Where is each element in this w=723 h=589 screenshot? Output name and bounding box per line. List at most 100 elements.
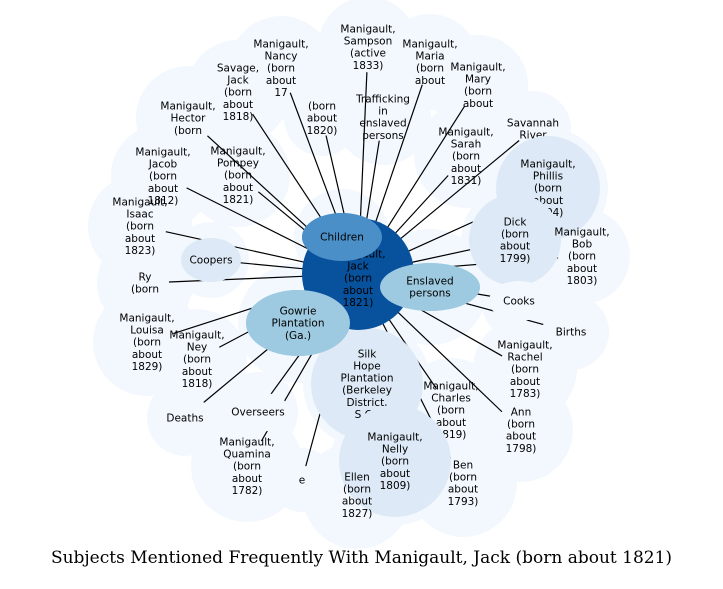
node-label-line: Manigault, bbox=[169, 330, 224, 342]
node-label-line: Plantation bbox=[271, 318, 324, 330]
node-label-line: (born bbox=[534, 183, 562, 195]
node-label-line: (born bbox=[133, 337, 161, 349]
node-coopers[interactable]: Coopers bbox=[181, 238, 241, 282]
node-label-line: 1821) bbox=[343, 297, 374, 309]
node-label-line: Isaac bbox=[126, 209, 153, 221]
node-births[interactable]: Births bbox=[541, 312, 601, 352]
node-label-line: about bbox=[380, 468, 410, 480]
node-label-line: (Ga.) bbox=[285, 330, 311, 342]
node-label-line: Louisa bbox=[130, 325, 164, 337]
node-label-line: Children bbox=[320, 232, 364, 244]
node-label-line: Ry bbox=[139, 272, 152, 284]
node-label-line: Manigault, bbox=[210, 146, 265, 158]
node-label-line: about bbox=[567, 263, 597, 275]
node-hector[interactable]: Manigault,Hector(born bbox=[160, 101, 215, 137]
node-label-line: Manigault, bbox=[253, 39, 308, 51]
node-label-line: Ann bbox=[511, 407, 532, 419]
node-label-line: 1783) bbox=[510, 388, 541, 400]
node-label-line: 1831) bbox=[451, 175, 482, 187]
edge-nancy bbox=[289, 92, 341, 226]
node-label-line: Manigault, bbox=[423, 381, 478, 393]
node-label-line: Dick bbox=[504, 217, 528, 229]
node-label-line: Overseers bbox=[231, 407, 284, 419]
node-label-line: Jack bbox=[226, 75, 249, 87]
node-label-line: Manigault, bbox=[219, 437, 274, 449]
node-label-line: Manigault, bbox=[554, 227, 609, 239]
node-label-line: Jack bbox=[346, 261, 369, 273]
node-label-line: about bbox=[510, 376, 540, 388]
node-label-line: 1827) bbox=[342, 508, 373, 520]
node-label-line: Nelly bbox=[382, 444, 408, 456]
node-label-line: (born bbox=[224, 87, 252, 99]
node-label-line: about bbox=[342, 496, 372, 508]
node-label-line: Pompey bbox=[217, 158, 259, 170]
node-label-line: 1798) bbox=[506, 443, 537, 455]
node-label-line: Nancy bbox=[265, 51, 298, 63]
edge-sarah bbox=[392, 175, 449, 237]
node-label-line: Births bbox=[556, 327, 587, 339]
node-label-line: Manigault, bbox=[438, 127, 493, 139]
node-label-line: Gowrie bbox=[280, 306, 317, 318]
node-n_e[interactable]: e bbox=[299, 475, 305, 487]
node-label-line: about bbox=[448, 484, 478, 496]
edge-nborn bbox=[168, 275, 307, 283]
node-label-line: Mary bbox=[465, 74, 491, 86]
node-overseers[interactable]: Overseers bbox=[226, 392, 290, 432]
node-label-line: Enslaved bbox=[406, 276, 453, 288]
node-label-line: 1818) bbox=[223, 111, 254, 123]
node-label-line: about bbox=[182, 366, 212, 378]
node-label-line: Manigault, bbox=[135, 147, 190, 159]
node-label-line: Quamina bbox=[223, 449, 271, 461]
node-deaths[interactable]: Deaths bbox=[155, 398, 215, 438]
node-label-line: (born bbox=[126, 221, 154, 233]
node-overlay-children[interactable]: Children bbox=[302, 213, 382, 261]
node-label-line: (born bbox=[344, 273, 372, 285]
edge-n1798 bbox=[395, 309, 503, 413]
node-halo-n_e bbox=[270, 448, 334, 512]
node-cooks[interactable]: Cooks bbox=[489, 281, 549, 321]
node-label-line: (born bbox=[233, 461, 261, 473]
edge-maria bbox=[374, 84, 423, 225]
node-label-line: (born bbox=[224, 170, 252, 182]
node-label-line: (born bbox=[149, 171, 177, 183]
node-label-line: Manigault, bbox=[112, 197, 167, 209]
node-label-line: about bbox=[148, 183, 178, 195]
node-label-line: Manigault, bbox=[367, 432, 422, 444]
node-label-line: (born bbox=[511, 364, 539, 376]
node-label-line: Ney bbox=[187, 342, 208, 354]
node-label-line: e bbox=[299, 475, 305, 487]
node-label-line: about bbox=[415, 75, 445, 87]
node-label-line: (born bbox=[183, 354, 211, 366]
node-label-line: Bob bbox=[572, 239, 593, 251]
node-label-line: (active bbox=[350, 48, 386, 60]
node-label-line: enslaved bbox=[359, 118, 406, 130]
node-nborn[interactable]: Ry(born bbox=[131, 272, 159, 296]
node-label-line: 1820) bbox=[307, 125, 338, 137]
node-label-line: Hope bbox=[353, 361, 380, 373]
node-label-line: (born bbox=[381, 456, 409, 468]
